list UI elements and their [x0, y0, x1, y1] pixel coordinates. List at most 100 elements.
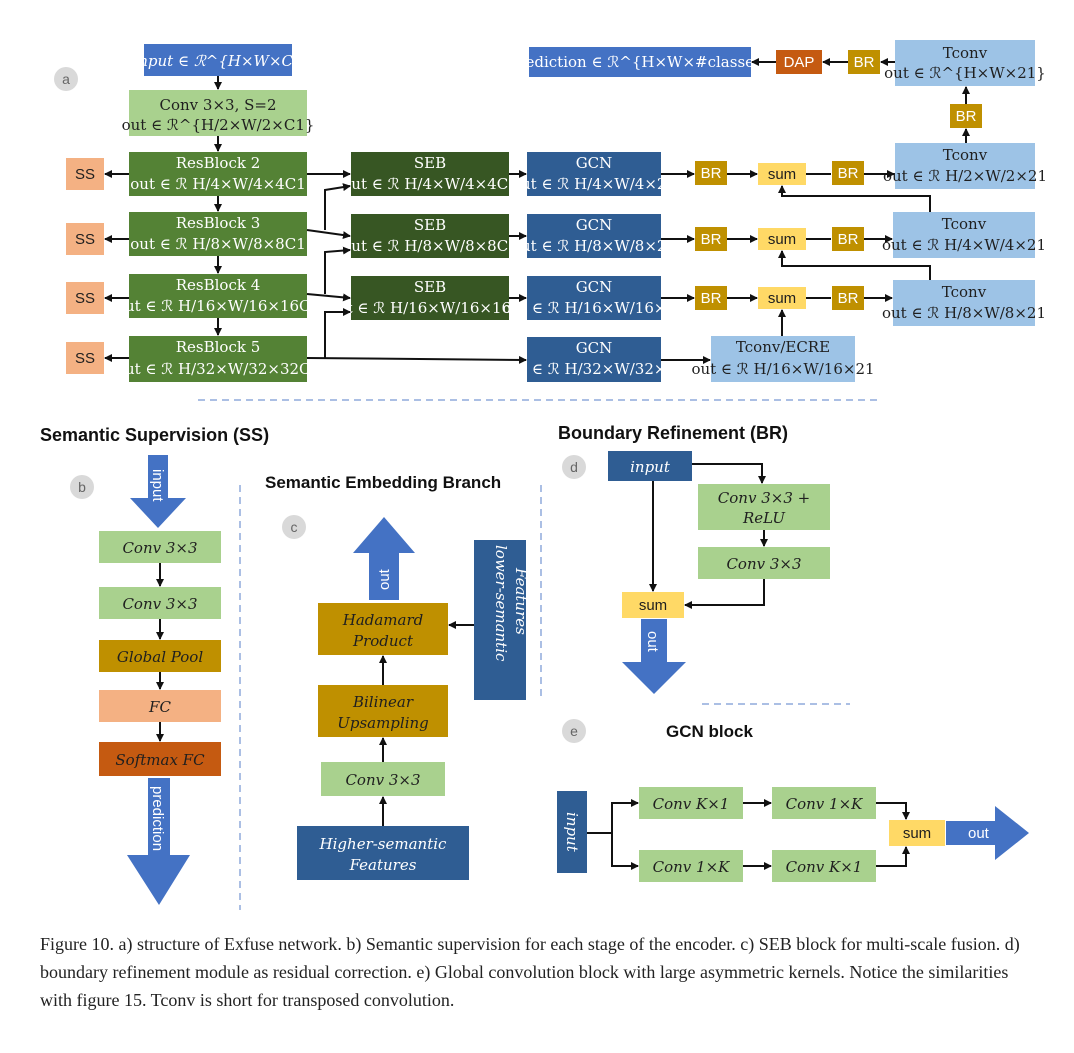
panel-d-badge	[562, 455, 586, 479]
gcn-top-conv-1k	[772, 787, 876, 819]
br-connectors	[649, 463, 768, 609]
tconv-top-title: Tconv	[943, 44, 988, 62]
br-box-1	[695, 161, 727, 185]
br-label-3: BR	[701, 290, 722, 307]
tconv-2-title: Tconv	[943, 146, 988, 164]
tconv-4: Tconv out ∈ ℛ H/8×W/8×21	[882, 280, 1046, 326]
tconv-2-out: out ∈ ℛ H/2×W/2×21	[883, 167, 1047, 185]
gcn-1-title: GCN	[576, 154, 613, 172]
resblock-3-out: out ∈ ℛ H/8×W/8×8C1	[130, 235, 306, 253]
resblock-4-out: out ∈ ℛ H/16×W/16×16C1	[116, 297, 320, 315]
sum-box-1	[758, 163, 806, 185]
br-sum-label: sum	[639, 597, 667, 614]
seb-out-label: out	[376, 568, 393, 590]
br-out-label: out	[644, 631, 661, 653]
br-label-1: BR	[701, 165, 722, 182]
panel-a-connectors	[104, 58, 970, 364]
gcn-out-arrow	[946, 806, 1029, 860]
seb-3-title: SEB	[414, 278, 446, 296]
gcn-2: GCN out ∈ ℛ H/8×W/8×21	[512, 214, 676, 258]
ss-prediction-label: prediction	[149, 786, 166, 851]
sum-box-3	[758, 287, 806, 309]
panel-a: a input ∈ ℛ^{H×W×C} Conv 3×3, S=2 out ∈ …	[54, 40, 1047, 382]
seb-conv-box	[321, 762, 445, 796]
bilinear-line-1: Bilinear	[352, 693, 414, 711]
ss-input-arrow	[130, 455, 186, 528]
gcn-top-conv-1k-label: Conv 1×K	[786, 795, 864, 813]
lower-semantic-box	[474, 540, 526, 700]
panel-d-title: Boundary Refinement (BR)	[558, 423, 788, 443]
gcn-bottom-conv-k1	[772, 850, 876, 882]
higher-line-2: Features	[349, 856, 417, 874]
tconv-top: Tconv out ∈ ℛ^{H×W×21}	[884, 40, 1046, 86]
sum-label-2: sum	[768, 231, 796, 248]
br-out-arrow	[622, 619, 686, 694]
br-conv-box	[698, 547, 830, 579]
sum-label-3: sum	[768, 290, 796, 307]
resblock-3: ResBlock 3 out ∈ ℛ H/8×W/8×8C1	[129, 212, 307, 256]
ss-prediction-arrow	[127, 778, 190, 905]
br-label-top: BR	[854, 54, 875, 71]
br-box-4	[832, 161, 864, 185]
ss-conv-2-label: Conv 3×3	[122, 595, 197, 613]
ss-label-2: SS	[75, 231, 95, 248]
ss-softmax-fc	[99, 742, 221, 776]
seb-2-title: SEB	[414, 216, 446, 234]
br-box-5	[832, 227, 864, 251]
tconv-3: Tconv out ∈ ℛ H/4×W/4×21	[882, 212, 1046, 258]
resblock-5-out: out ∈ ℛ H/32×W/32×32C1	[116, 360, 320, 378]
br-label-vertical: BR	[956, 108, 977, 125]
sum-label-1: sum	[768, 166, 796, 183]
ss-fc-label: FC	[148, 698, 171, 716]
ss-global-pool	[99, 640, 221, 672]
tconv-3-title: Tconv	[942, 215, 987, 233]
tconv-ecre: Tconv/ECRE out ∈ ℛ H/16×W/16×21	[691, 336, 875, 382]
br-conv-relu-box	[698, 484, 830, 530]
lower-line-2: Features	[512, 567, 530, 635]
panel-e-letter: e	[570, 723, 578, 739]
resblock-3-title: ResBlock 3	[176, 214, 261, 232]
panel-c-letter: c	[291, 519, 298, 535]
gcn-2-out: out ∈ ℛ H/8×W/8×21	[512, 237, 676, 255]
ss-fc	[99, 690, 221, 722]
seb-connectors	[379, 621, 474, 826]
br-conv-relu-line-1: Conv 3×3 +	[718, 489, 810, 507]
panel-e-badge	[562, 719, 586, 743]
ss-conv-2	[99, 587, 221, 619]
bilinear-box	[318, 685, 448, 737]
panel-e-title: GCN block	[666, 722, 753, 741]
gcn-bottom-conv-1k-label: Conv 1×K	[653, 858, 731, 876]
gcn-bottom-conv-1k	[639, 850, 743, 882]
ss-label-3: SS	[75, 290, 95, 307]
ss-conv-1-label: Conv 3×3	[122, 539, 197, 557]
panel-c: Semantic Embedding Branch c out Hadamard…	[265, 473, 530, 880]
resblock-4-title: ResBlock 4	[176, 276, 261, 294]
dap-box	[776, 50, 822, 74]
seb-2-out: out ∈ ℛ H/8×W/8×8C1	[342, 237, 518, 255]
gcn-sum-box	[889, 820, 945, 846]
panel-c-title: Semantic Embedding Branch	[265, 473, 501, 492]
br-input-box	[608, 451, 692, 481]
gcn-out-label: out	[968, 825, 990, 842]
gcn-1: GCN out ∈ ℛ H/4×W/4×21	[512, 152, 676, 196]
lower-line-1: lower-semantic	[492, 545, 510, 662]
ss-conv-1	[99, 531, 221, 563]
panel-c-badge	[282, 515, 306, 539]
panel-d-letter: d	[570, 459, 578, 475]
hadamard-line-2: Product	[352, 632, 414, 650]
gcn-4-out: out ∈ ℛ H/32×W/32×21	[502, 360, 685, 378]
panel-b: Semantic Supervision (SS) b input Conv 3…	[40, 425, 269, 905]
br-label-5: BR	[838, 231, 859, 248]
gcn-bottom-conv-k1-label: Conv K×1	[786, 858, 863, 876]
hadamard-line-1: Hadamard	[342, 611, 424, 629]
figure-caption: Figure 10. a) structure of Exfuse networ…	[40, 934, 1020, 1010]
seb-3: SEB out ∈ ℛ H/16×W/16×16C1	[328, 276, 532, 320]
ss-softmax-fc-label: Softmax FC	[115, 751, 205, 769]
gcn-1-out: out ∈ ℛ H/4×W/4×21	[512, 175, 676, 193]
input-label: input ∈ ℛ^{H×W×C}	[133, 52, 302, 70]
gcn-sum-label: sum	[903, 825, 931, 842]
br-box-2	[695, 227, 727, 251]
ss-box-2	[66, 223, 104, 255]
resblock-2-out: out ∈ ℛ H/4×W/4×4C1	[130, 175, 306, 193]
